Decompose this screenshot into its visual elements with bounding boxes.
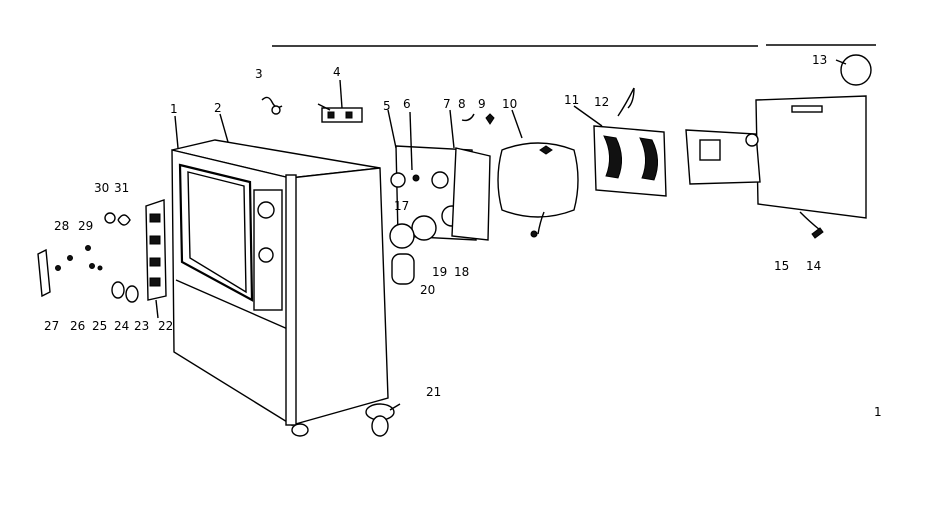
callout-4: 4 <box>333 65 341 79</box>
callout-23: 23 <box>134 319 149 333</box>
callout-15: 15 <box>774 259 789 273</box>
callout-25: 25 <box>92 319 107 333</box>
callout-9: 9 <box>478 97 486 111</box>
picture-tube <box>497 142 579 238</box>
callout-8: 8 <box>458 97 466 111</box>
callout-24: 24 <box>114 319 129 333</box>
tube-frame <box>593 87 667 197</box>
callout-2: 2 <box>214 101 222 115</box>
callout-21: 21 <box>426 385 441 399</box>
callout-12: 12 <box>594 95 609 109</box>
callout-26: 26 <box>70 319 85 333</box>
callout-19: 19 <box>432 265 447 279</box>
callout-17: 17 <box>394 199 409 213</box>
callout-labels: 1 2 3 4 5 6 7 8 9 10 11 12 13 14 15 17 1… <box>44 53 882 419</box>
callout-20: 20 <box>420 283 435 297</box>
caster-wheel <box>365 403 395 437</box>
callout-5: 5 <box>383 99 391 113</box>
small-clip-parts <box>461 113 495 125</box>
callout-13: 13 <box>812 53 827 67</box>
leader-lines <box>155 59 847 411</box>
callout-28: 28 <box>54 219 69 233</box>
callout-1: 1 <box>170 102 178 116</box>
top-rule <box>272 44 876 47</box>
callout-29: 29 <box>78 219 93 233</box>
callout-30: 30 <box>94 181 109 195</box>
callout-31: 31 <box>114 181 129 195</box>
top-hardware <box>261 96 363 123</box>
callout-18: 18 <box>454 265 469 279</box>
callout-6: 6 <box>403 97 411 111</box>
left-hardware <box>37 212 139 303</box>
callout-3: 3 <box>255 67 263 81</box>
chassis-back-panel <box>685 95 867 239</box>
callout-11: 11 <box>564 93 579 107</box>
callout-7: 7 <box>443 97 451 111</box>
side-mark: 1 <box>874 405 882 419</box>
cabinet <box>171 139 389 437</box>
callout-27: 27 <box>44 319 59 333</box>
round-tube <box>840 54 872 86</box>
side-control-panel <box>145 199 167 301</box>
callout-22: 22 <box>158 319 173 333</box>
callout-14: 14 <box>806 259 821 273</box>
control-assembly <box>389 145 491 285</box>
callout-10: 10 <box>502 97 517 111</box>
